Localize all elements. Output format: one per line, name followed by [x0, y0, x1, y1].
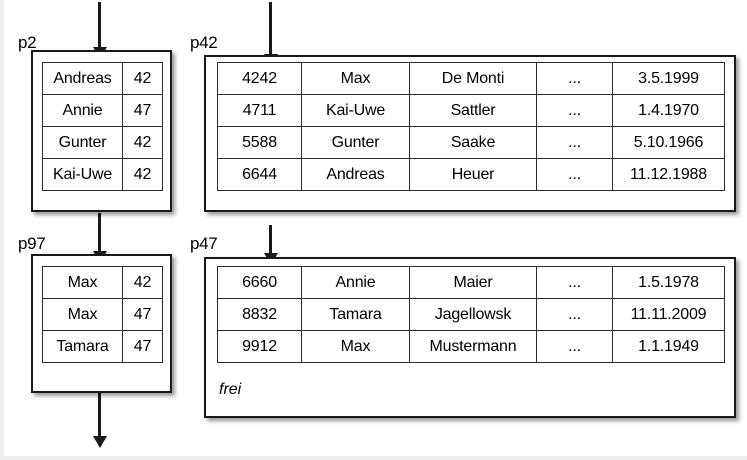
page-label-p47: p47: [190, 234, 218, 253]
cell-firstname: Tamara: [301, 298, 410, 331]
cell-more: ...: [536, 158, 613, 191]
table-row[interactable]: 5588 Gunter Saake ... 5.10.1966: [217, 126, 725, 159]
table-row[interactable]: Kai-Uwe 42: [42, 158, 163, 191]
cell-date: 5.10.1966: [612, 126, 725, 159]
cell-date: 11.12.1988: [612, 158, 725, 191]
arrow-into-p42: [269, 2, 272, 55]
cell-lastname: Mustermann: [409, 330, 537, 363]
table-row[interactable]: Gunter 42: [42, 126, 163, 159]
table-row[interactable]: 9912 Max Mustermann ... 1.1.1949: [217, 330, 725, 363]
cell-key: Annie: [42, 94, 123, 127]
page-label-p42: p42: [190, 33, 218, 52]
page-label-p97: p97: [18, 234, 46, 253]
cell-id: 4711: [217, 94, 302, 127]
arrow-out-of-p97: [98, 393, 101, 437]
cell-bucket: 42: [122, 126, 163, 159]
cell-more: ...: [536, 266, 613, 299]
table-p47: 6660 Annie Maier ... 1.5.1978 8832 Tamar…: [217, 266, 725, 363]
cell-lastname: Jagellowsk: [409, 298, 537, 331]
cell-id: 8832: [217, 298, 302, 331]
cell-bucket: 47: [122, 330, 163, 363]
cell-lastname: Maier: [409, 266, 537, 299]
cell-firstname: Gunter: [301, 126, 410, 159]
arrow-into-p2: [98, 2, 101, 48]
table-row[interactable]: 6660 Annie Maier ... 1.5.1978: [217, 266, 725, 299]
cell-bucket: 47: [122, 298, 163, 331]
cell-id: 6644: [217, 158, 302, 191]
cell-id: 9912: [217, 330, 302, 363]
cell-lastname: Saake: [409, 126, 537, 159]
cell-key: Andreas: [42, 62, 123, 95]
table-row[interactable]: Max 42: [42, 266, 163, 299]
arrow-p2-to-p97: [98, 213, 101, 252]
cell-bucket: 47: [122, 94, 163, 127]
cell-lastname: Sattler: [409, 94, 537, 127]
cell-firstname: Kai-Uwe: [301, 94, 410, 127]
cell-date: 1.5.1978: [612, 266, 725, 299]
table-row[interactable]: Andreas 42: [42, 62, 163, 95]
cell-id: 4242: [217, 62, 302, 95]
cell-key: Gunter: [42, 126, 123, 159]
cell-date: 1.1.1949: [612, 330, 725, 363]
cell-firstname: Annie: [301, 266, 410, 299]
cell-more: ...: [536, 126, 613, 159]
cell-key: Max: [42, 298, 123, 331]
cell-key: Max: [42, 266, 123, 299]
cell-more: ...: [536, 298, 613, 331]
table-p42: 4242 Max De Monti ... 3.5.1999 4711 Kai-…: [217, 62, 725, 191]
cell-lastname: Heuer: [409, 158, 537, 191]
cell-date: 3.5.1999: [612, 62, 725, 95]
table-p2: Andreas 42 Annie 47 Gunter 42 Kai-Uwe 42: [42, 62, 163, 191]
table-p97: Max 42 Max 47 Tamara 47: [42, 266, 163, 363]
cell-bucket: 42: [122, 266, 163, 299]
table-row[interactable]: 8832 Tamara Jagellowsk ... 11.11.2009: [217, 298, 725, 331]
cell-firstname: Max: [301, 330, 410, 363]
cell-more: ...: [536, 330, 613, 363]
table-row[interactable]: Annie 47: [42, 94, 163, 127]
cell-more: ...: [536, 94, 613, 127]
cell-key: Tamara: [42, 330, 123, 363]
page-label-p2: p2: [18, 33, 37, 52]
cell-lastname: De Monti: [409, 62, 537, 95]
table-row[interactable]: 4242 Max De Monti ... 3.5.1999: [217, 62, 725, 95]
cell-bucket: 42: [122, 158, 163, 191]
cell-date: 1.4.1970: [612, 94, 725, 127]
cell-firstname: Max: [301, 62, 410, 95]
table-row[interactable]: Max 47: [42, 298, 163, 331]
cell-date: 11.11.2009: [612, 298, 725, 331]
arrow-into-p47: [269, 225, 272, 254]
cell-id: 6660: [217, 266, 302, 299]
free-space-label-p47: frei: [219, 381, 242, 398]
cell-key: Kai-Uwe: [42, 158, 123, 191]
cell-firstname: Andreas: [301, 158, 410, 191]
cell-id: 5588: [217, 126, 302, 159]
table-row[interactable]: 6644 Andreas Heuer ... 11.12.1988: [217, 158, 725, 191]
cell-more: ...: [536, 62, 613, 95]
table-row[interactable]: Tamara 47: [42, 330, 163, 363]
cell-bucket: 42: [122, 62, 163, 95]
table-row[interactable]: 4711 Kai-Uwe Sattler ... 1.4.1970: [217, 94, 725, 127]
